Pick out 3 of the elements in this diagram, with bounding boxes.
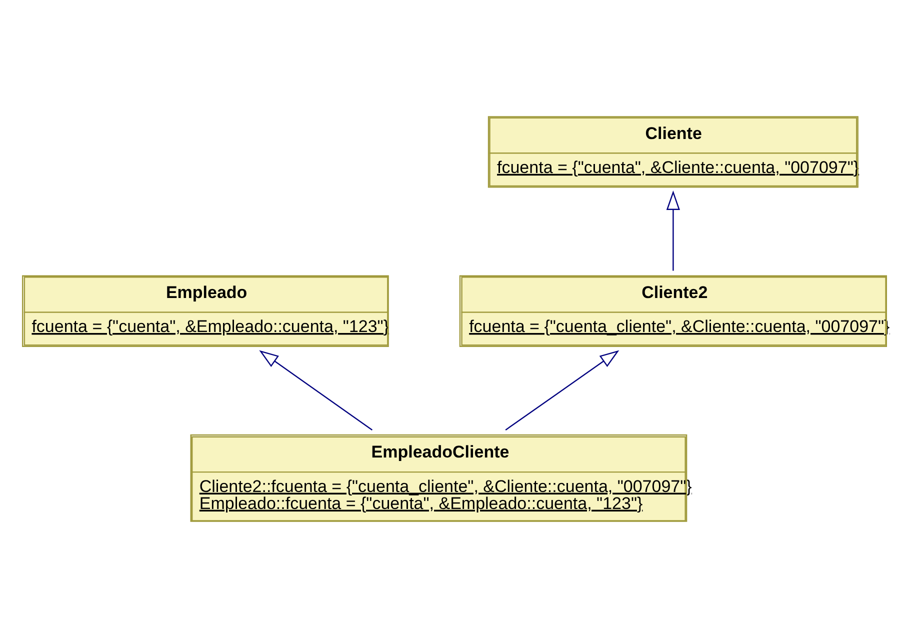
arrow xyxy=(505,350,620,430)
arrow xyxy=(259,350,373,430)
arrow xyxy=(666,190,680,270)
